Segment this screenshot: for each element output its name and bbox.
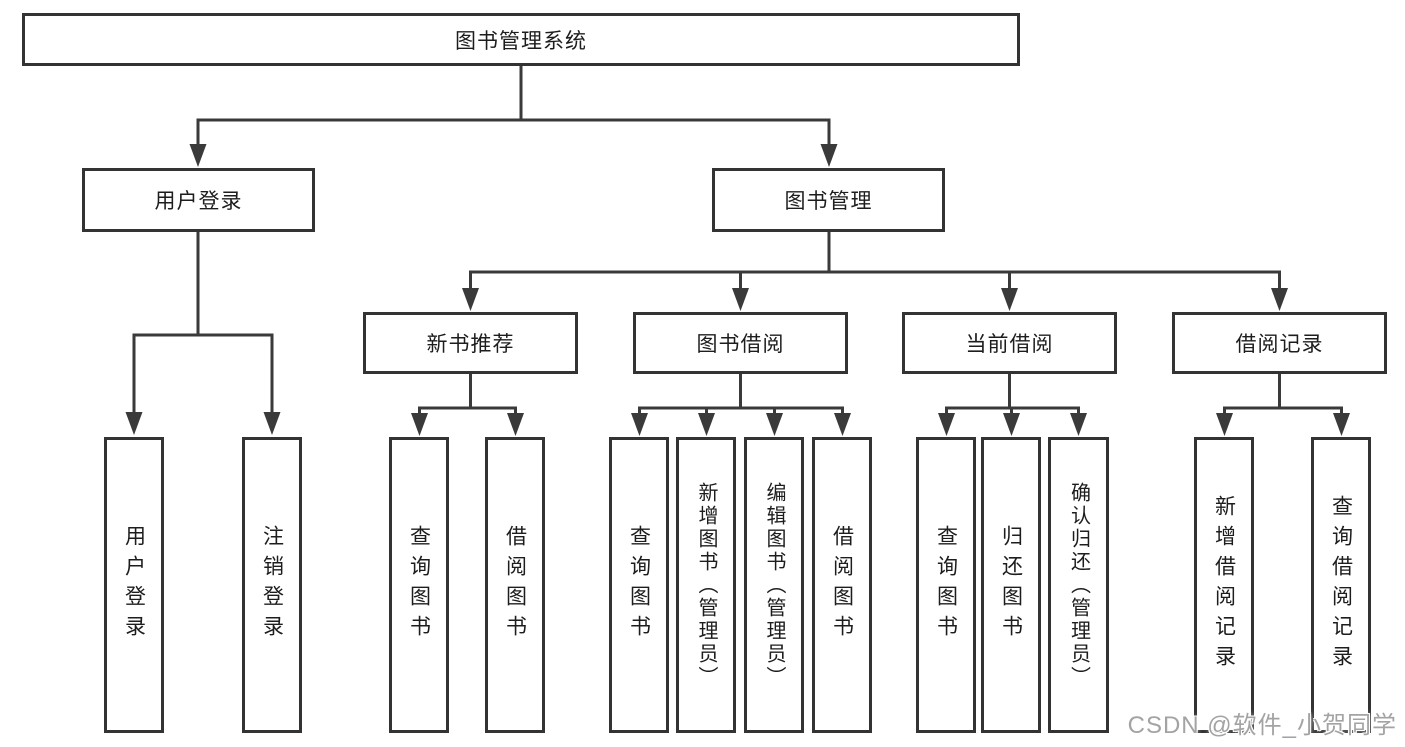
leaf-confirm-return-admin: 确认归还（管理员） — [1048, 437, 1109, 733]
leaf-return-books: 归还图书 — [981, 437, 1041, 733]
leaf-query-books-2: 查询图书 — [609, 437, 669, 733]
leaf-add-borrow-record: 新增借阅记录 — [1194, 437, 1254, 733]
node-current-borrowing: 当前借阅 — [902, 312, 1117, 374]
leaf-borrow-books-2: 借阅图书 — [812, 437, 872, 733]
leaf-query-books-1: 查询图书 — [389, 437, 449, 733]
leaf-add-book-admin: 新增图书（管理员） — [676, 437, 736, 733]
node-book-borrowing: 图书借阅 — [633, 312, 848, 374]
leaf-user-login: 用户登录 — [104, 437, 164, 733]
leaf-edit-book-admin: 编辑图书（管理员） — [744, 437, 804, 733]
leaf-logout: 注销登录 — [242, 437, 302, 733]
node-root: 图书管理系统 — [22, 13, 1020, 66]
node-borrow-records: 借阅记录 — [1172, 312, 1387, 374]
leaf-borrow-books-1: 借阅图书 — [485, 437, 545, 733]
leaf-query-books-3: 查询图书 — [916, 437, 976, 733]
node-new-book-recommend: 新书推荐 — [363, 312, 578, 374]
node-user-login: 用户登录 — [82, 168, 315, 232]
node-book-management: 图书管理 — [712, 168, 945, 232]
watermark: CSDN @软件_小贺同学 — [1127, 712, 1397, 739]
leaf-query-borrow-record: 查询借阅记录 — [1311, 437, 1371, 733]
